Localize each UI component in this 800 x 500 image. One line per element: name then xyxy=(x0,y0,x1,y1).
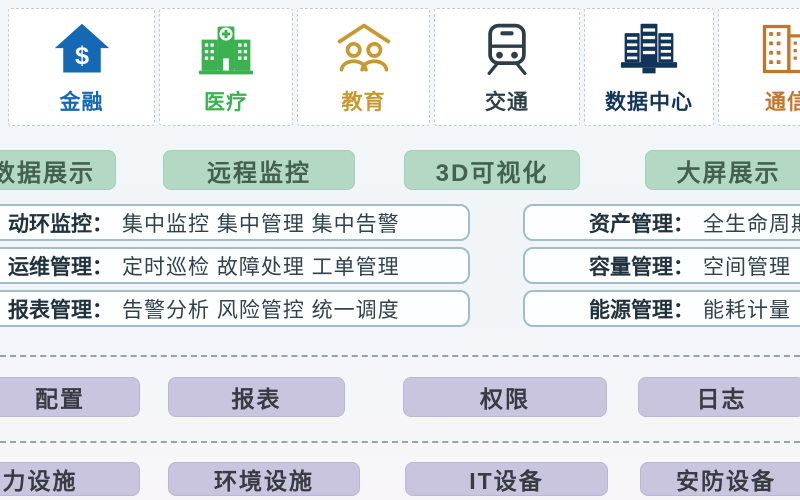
industry-card-datacenter[interactable]: 数据中心 xyxy=(584,8,714,126)
feature-items: 空间管理 xyxy=(703,255,791,279)
feature-box-capacity-management: 容量管理： 空间管理 xyxy=(523,247,800,284)
display-mode-button-remote-monitoring[interactable]: 远程监控 xyxy=(163,150,355,190)
display-mode-button-big-screen[interactable]: 大屏展示 xyxy=(645,150,800,190)
platform-function-button-report[interactable]: 报表 xyxy=(168,377,345,417)
feature-items: 能耗计量 xyxy=(703,298,791,322)
display-mode-button-3d-visualization[interactable]: 3D可视化 xyxy=(404,150,580,190)
industry-label: 通信 xyxy=(765,90,800,114)
feature-title: 资产管理： xyxy=(589,212,694,236)
device-category-button-environment-facilities[interactable]: 环境设施 xyxy=(168,462,360,496)
dashed-separator-top xyxy=(0,355,800,357)
device-category-button-power-facilities[interactable]: 动力设施 xyxy=(0,462,140,496)
feature-title: 动环监控： xyxy=(8,212,113,236)
feature-items: 告警分析 风险管控 统一调度 xyxy=(122,298,400,322)
device-category-button-security-equipment[interactable]: 安防设备 xyxy=(640,462,800,496)
industry-label: 医疗 xyxy=(204,90,248,114)
finance-house-dollar-icon: $ xyxy=(52,19,112,79)
svg-text:$: $ xyxy=(74,42,88,70)
feature-box-report-management: 报表管理： 告警分析 风险管控 统一调度 xyxy=(0,290,470,327)
industry-card-healthcare[interactable]: 医疗 xyxy=(159,8,293,126)
industry-label: 交通 xyxy=(485,90,529,114)
industry-label: 教育 xyxy=(341,90,386,114)
platform-function-button-config[interactable]: 配置 xyxy=(0,377,140,417)
train-icon xyxy=(477,19,537,79)
dashed-separator-bottom xyxy=(0,441,800,443)
device-category-button-it-equipment[interactable]: IT设备 xyxy=(405,462,608,496)
data-center-servers-icon xyxy=(619,19,679,79)
feature-title: 能源管理： xyxy=(589,298,694,322)
platform-function-button-permission[interactable]: 权限 xyxy=(403,377,607,417)
education-people-icon xyxy=(334,19,394,79)
industry-card-finance[interactable]: $ 金融 xyxy=(8,8,155,126)
feature-items: 集中监控 集中管理 集中告警 xyxy=(122,212,400,236)
display-mode-button-data-display[interactable]: 数据展示 xyxy=(0,150,116,190)
platform-function-button-log[interactable]: 日志 xyxy=(638,377,800,417)
hospital-icon xyxy=(196,19,256,79)
industry-card-telecom[interactable]: 通信 xyxy=(718,8,800,126)
feature-items: 定时巡检 故障处理 工单管理 xyxy=(122,255,400,279)
feature-box-ops-management: 运维管理： 定时巡检 故障处理 工单管理 xyxy=(0,247,470,284)
feature-box-energy-management: 能源管理： 能耗计量 xyxy=(523,290,800,327)
feature-box-asset-management: 资产管理： 全生命周期 xyxy=(523,204,800,241)
industry-card-transportation[interactable]: 交通 xyxy=(434,8,580,126)
feature-items: 全生命周期 xyxy=(703,212,800,236)
feature-box-power-env-monitoring: 动环监控： 集中监控 集中管理 集中告警 xyxy=(0,204,470,241)
industry-label: 金融 xyxy=(59,90,104,114)
feature-title: 容量管理： xyxy=(589,255,694,279)
industry-label: 数据中心 xyxy=(605,90,693,114)
industry-card-education[interactable]: 教育 xyxy=(297,8,430,126)
telecom-buildings-icon xyxy=(757,19,800,79)
feature-title: 运维管理： xyxy=(8,255,113,279)
feature-title: 报表管理： xyxy=(8,298,113,322)
